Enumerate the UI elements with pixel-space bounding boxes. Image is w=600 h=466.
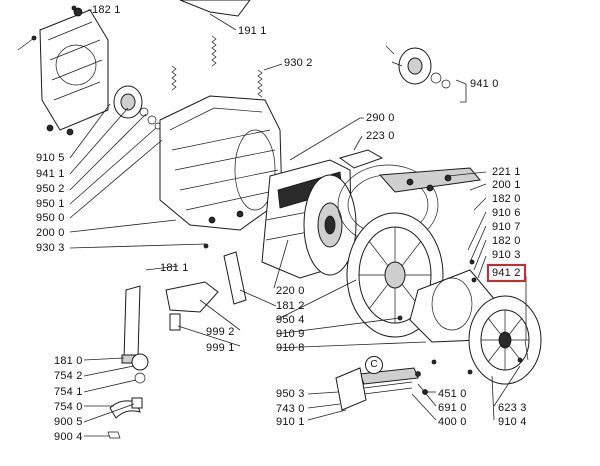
label-910-9: 910 9 bbox=[276, 328, 305, 340]
label-900-5: 900 5 bbox=[54, 416, 83, 428]
bearing-hub-part bbox=[113, 85, 162, 130]
heater-parts bbox=[335, 367, 428, 411]
spring-parts bbox=[171, 35, 263, 98]
drum-part bbox=[261, 159, 357, 279]
label-181-1: 181 1 bbox=[160, 262, 189, 274]
label-999-1: 999 1 bbox=[206, 342, 235, 354]
label-950-0: 950 0 bbox=[36, 212, 65, 224]
label-754-2: 754 2 bbox=[54, 370, 83, 382]
label-941-0: 941 0 bbox=[470, 78, 499, 90]
label-182-0-a: 182 0 bbox=[492, 193, 521, 205]
label-941-2-highlighted: 941 2 bbox=[487, 264, 526, 282]
label-930-3: 930 3 bbox=[36, 242, 65, 254]
pulley-part bbox=[468, 295, 542, 385]
label-950-2: 950 2 bbox=[36, 183, 65, 195]
label-999-2: 999 2 bbox=[206, 326, 235, 338]
label-221-1: 221 1 bbox=[492, 166, 521, 178]
label-743-0: 743 0 bbox=[276, 403, 305, 415]
label-754-1: 754 1 bbox=[54, 386, 83, 398]
label-910-8: 910 8 bbox=[276, 342, 305, 354]
label-900-4: 900 4 bbox=[54, 431, 83, 443]
label-200-0: 200 0 bbox=[36, 227, 65, 239]
label-691-0: 691 0 bbox=[438, 402, 467, 414]
leader-lines bbox=[69, 9, 527, 437]
label-223-0: 223 0 bbox=[366, 130, 395, 142]
label-200-1: 200 1 bbox=[492, 179, 521, 191]
label-181-2: 181 2 bbox=[276, 300, 305, 312]
label-941-1: 941 1 bbox=[36, 168, 65, 180]
label-400-0: 400 0 bbox=[438, 416, 467, 428]
label-950-1: 950 1 bbox=[36, 198, 65, 210]
label-182-1: 182 1 bbox=[92, 4, 121, 16]
label-623-3: 623 3 bbox=[498, 402, 527, 414]
hose-parts bbox=[107, 353, 149, 439]
top-panel-part bbox=[179, 0, 251, 17]
screw-parts bbox=[17, 5, 529, 375]
pump-part bbox=[165, 281, 219, 331]
callout-circle-c: C bbox=[365, 356, 383, 374]
label-910-7: 910 7 bbox=[492, 221, 521, 233]
label-910-3: 910 3 bbox=[492, 249, 521, 261]
label-930-2: 930 2 bbox=[284, 57, 313, 69]
label-754-0: 754 0 bbox=[54, 401, 83, 413]
label-910-1: 910 1 bbox=[276, 416, 305, 428]
shock-absorber-parts bbox=[121, 251, 247, 364]
hub-part-right bbox=[398, 47, 451, 89]
label-910-5: 910 5 bbox=[36, 152, 65, 164]
label-290-0: 290 0 bbox=[366, 112, 395, 124]
rear-cover-part bbox=[39, 7, 109, 136]
label-181-0: 181 0 bbox=[54, 355, 83, 367]
counterweight-part bbox=[338, 149, 481, 193]
label-220-0: 220 0 bbox=[276, 285, 305, 297]
label-451-0: 451 0 bbox=[438, 388, 467, 400]
label-950-3: 950 3 bbox=[276, 388, 305, 400]
label-910-6: 910 6 bbox=[492, 207, 521, 219]
label-191-1: 191 1 bbox=[238, 25, 267, 37]
label-910-4: 910 4 bbox=[498, 416, 527, 428]
label-950-4: 950 4 bbox=[276, 314, 305, 326]
tub-rear-part bbox=[159, 95, 283, 231]
label-182-0-b: 182 0 bbox=[492, 235, 521, 247]
